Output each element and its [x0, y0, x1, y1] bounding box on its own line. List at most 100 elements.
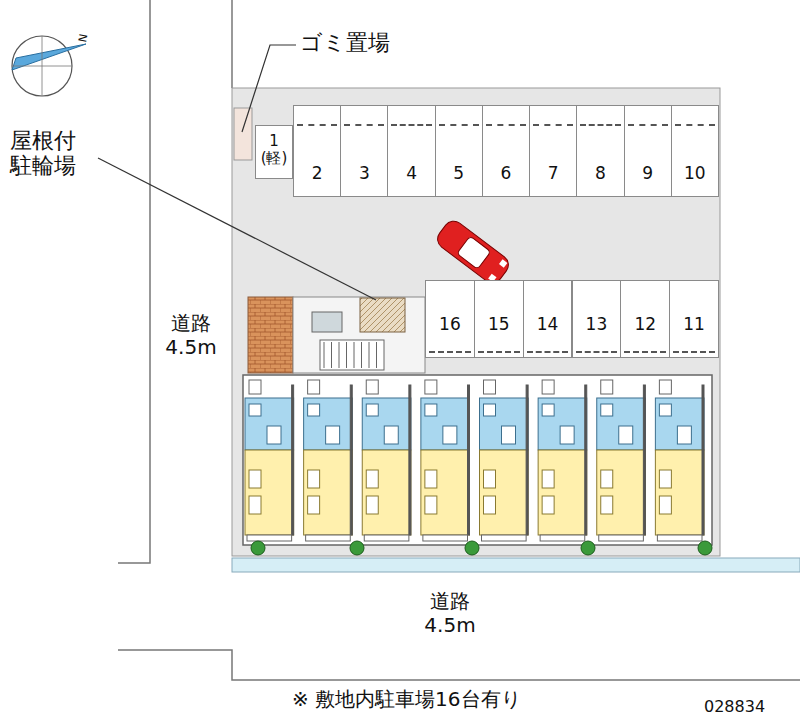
unit-closet	[659, 470, 671, 488]
unit-wet-area	[421, 398, 470, 450]
parking-space: 14	[523, 280, 573, 358]
parking-space: 7	[529, 105, 577, 197]
unit-fixture	[425, 404, 437, 416]
space-number: 8	[595, 164, 606, 196]
parking-space: 16	[425, 280, 475, 358]
parking-space: 9	[624, 105, 672, 197]
parking-space: 10	[671, 105, 719, 197]
unit-wet-area	[597, 398, 646, 450]
unit-door	[308, 380, 320, 394]
unit-closet	[249, 470, 261, 488]
parking-space: 6	[482, 105, 530, 197]
unit-balcony	[364, 535, 409, 541]
dashed-line	[533, 124, 573, 126]
unit-closet	[601, 496, 613, 514]
unit-wall	[350, 385, 352, 535]
parking-space: 8	[576, 105, 624, 197]
stair-tread	[361, 342, 362, 368]
unit-door	[659, 380, 671, 394]
space-number: 4	[406, 164, 417, 196]
stair-tread	[339, 342, 340, 368]
parking-space: 13	[572, 280, 622, 358]
road-label: 道路 4.5m	[156, 311, 226, 359]
site-ground	[232, 88, 720, 556]
dashed-line	[297, 124, 337, 126]
unit-closet	[484, 496, 496, 514]
unit-fixture	[560, 426, 574, 444]
space-number: 7	[548, 164, 559, 196]
unit-fixture	[366, 404, 378, 416]
unit-wall	[526, 385, 528, 535]
unit-balcony	[423, 535, 468, 541]
drawing-number: 028834	[704, 698, 765, 716]
unit-fixture	[443, 426, 457, 444]
parking-space: 3	[340, 105, 388, 197]
dashed-line	[624, 351, 666, 353]
unit-balcony	[306, 535, 351, 541]
car-illustration	[434, 217, 513, 287]
unit-room	[480, 450, 529, 535]
unit-wet-area	[655, 398, 704, 450]
entrance-area	[293, 297, 425, 373]
unit-balcony	[247, 535, 292, 541]
dashed-line	[486, 124, 526, 126]
unit-closet	[366, 470, 378, 488]
compass-north: N	[77, 33, 91, 43]
unit-door	[601, 380, 613, 394]
road-outline	[118, 0, 800, 680]
stair-tread	[346, 342, 347, 368]
unit-closet	[542, 470, 554, 488]
unit-room	[362, 450, 411, 535]
unit-door	[425, 380, 437, 394]
space-number: 12	[634, 315, 656, 357]
tree	[251, 541, 712, 555]
unit-closet	[484, 470, 496, 488]
callout-label: 屋根付 駐輪場	[10, 128, 90, 179]
road-band: 道路 4.5m	[380, 578, 520, 648]
leader-line	[242, 45, 296, 132]
space-number: 5	[453, 164, 464, 196]
unit-fixture	[249, 404, 261, 416]
stair-tread	[376, 342, 377, 368]
compass	[12, 36, 86, 96]
unit-fixture	[542, 404, 554, 416]
dashed-line	[478, 351, 520, 353]
unit-fixture	[659, 404, 671, 416]
unit-room	[655, 450, 704, 535]
space-number: 15	[488, 315, 510, 357]
space-number: 14	[537, 315, 559, 357]
parking-space: 12	[620, 280, 670, 358]
unit-fixture	[308, 404, 320, 416]
stairs	[320, 340, 384, 370]
unit-closet	[659, 496, 671, 514]
dashed-line	[527, 351, 569, 353]
space-number: 3	[359, 164, 370, 196]
unit-wall	[643, 385, 645, 535]
unit-closet	[249, 496, 261, 514]
dashed-line	[628, 124, 668, 126]
unit-closet	[366, 496, 378, 514]
unit-wet-area	[538, 398, 587, 450]
space-number: 13	[586, 315, 608, 357]
garbage-area	[234, 108, 252, 160]
unit-door	[484, 380, 496, 394]
parking-space: 5	[435, 105, 483, 197]
unit-wall	[409, 385, 411, 535]
unit-door	[366, 380, 378, 394]
dashed-line	[439, 124, 479, 126]
unit-wall	[585, 385, 587, 535]
unit-room	[538, 450, 587, 535]
apartment-building	[243, 375, 712, 545]
unit-fixture	[484, 404, 496, 416]
dashed-line	[344, 124, 384, 126]
unit-wet-area	[480, 398, 529, 450]
sidewalk-strip	[232, 558, 800, 572]
unit-closet	[425, 470, 437, 488]
unit-fixture	[601, 404, 613, 416]
unit-room	[245, 450, 294, 535]
unit-door	[249, 380, 261, 394]
unit-fixture	[677, 426, 691, 444]
unit-balcony	[540, 535, 585, 541]
callout-label: ゴミ置場	[300, 30, 390, 55]
unit-closet	[542, 496, 554, 514]
